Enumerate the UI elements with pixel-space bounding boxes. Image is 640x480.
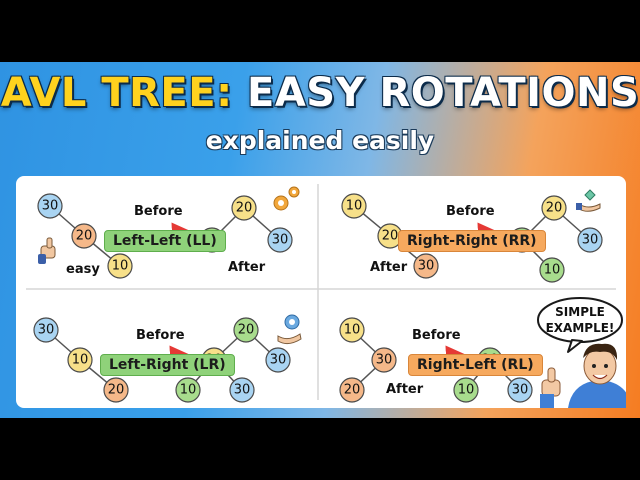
lr-after-node-1-value: 20 [238,323,255,338]
subtitle: explained easily [205,126,435,155]
rl-after-node-3 [507,377,533,403]
title-part-2: EASY ROTATIONS [247,70,640,116]
hand-gear-icon [277,314,302,345]
rl-before-node-1-value: 10 [344,323,361,338]
rl-after-node-2 [453,377,479,403]
ll-before-node-2-value: 20 [76,229,93,244]
thumbnail-frame: AVL TREE: EASY ROTATIONS explained easil… [0,62,640,418]
main-title: AVL TREE: EASY ROTATIONS [0,70,640,116]
rr-after-node-3 [577,227,603,253]
lr-before-node-2 [67,347,93,373]
ll-before-text: Before [134,204,183,219]
rr-before-node-1-value: 10 [346,199,363,214]
lr-after-node-4-value: 10 [180,383,197,398]
lr-after-node-3 [265,347,291,373]
ll-before-tree: 30 20 10 [37,193,133,279]
rr-before-text: Before [446,204,495,219]
rr-after-node-1-value: 20 [546,201,563,216]
rl-before-node-3-value: 20 [344,383,361,398]
lr-before-node-1 [33,317,59,343]
ll-after-node-3 [267,227,293,253]
hand-holding-gem-icon [576,189,601,212]
rl-before-node-2 [371,347,397,373]
rl-after-node-3-value: 30 [512,383,529,398]
gear-icon [273,186,300,211]
rr-before-node-3 [413,253,439,279]
rl-before-node-1 [339,317,365,343]
rr-before-node-1 [341,193,367,219]
thumbs-up-hand-icon [38,237,56,264]
lr-before-node-3-value: 20 [108,383,125,398]
rr-after-text: After [370,260,408,275]
ll-before-node-1-value: 30 [42,199,59,214]
rr-before-node-2-value: 20 [382,229,399,244]
label-left-left: Left-Left (LL) [104,230,226,252]
label-right-right: Right-Right (RR) [398,230,546,252]
rr-after-node-3-value: 30 [582,233,599,248]
rr-after-node-4 [539,257,565,283]
label-right-left: Right-Left (RL) [408,354,543,376]
rl-before-node-3 [339,377,365,403]
ll-after-text: After [228,260,266,275]
ll-after-node-3-value: 30 [272,233,289,248]
rl-before-tree: 10 30 20 [339,317,397,403]
rr-after-node-1 [541,195,567,221]
speech-line-1: SIMPLE [555,305,605,319]
lr-after-node-1 [233,317,259,343]
rr-after-node-4-value: 10 [544,263,561,278]
ll-before-node-2 [71,223,97,249]
rl-before-text: Before [412,328,461,343]
rr-before-tree: 10 20 30 [341,193,439,279]
lr-after-node-4 [175,377,201,403]
cartoon-character-icon [540,343,626,408]
ll-before-node-3 [107,253,133,279]
lr-before-node-1-value: 30 [38,323,55,338]
diagram-panel: 30 20 10 20 10 30 [16,176,626,408]
speech-bubble: SIMPLE EXAMPLE! [537,297,623,353]
lr-before-node-2-value: 10 [72,353,89,368]
rl-before-node-2-value: 30 [376,353,393,368]
lr-before-text: Before [136,328,185,343]
ll-easy-text: easy [66,262,100,277]
lr-before-node-3 [103,377,129,403]
rr-before-node-3-value: 30 [418,259,435,274]
rl-after-text: After [386,382,424,397]
ll-before-node-1 [37,193,63,219]
ll-before-node-3-value: 10 [112,259,129,274]
lr-after-node-5-value: 30 [234,383,251,398]
ll-after-node-1 [231,195,257,221]
speech-line-2: EXAMPLE! [546,321,615,335]
lr-after-node-3-value: 30 [270,353,287,368]
title-part-1: AVL TREE: [0,70,233,116]
lr-after-node-5 [229,377,255,403]
lr-before-tree: 30 10 20 [33,317,129,403]
rl-after-node-2-value: 10 [458,383,475,398]
ll-after-node-1-value: 20 [236,201,253,216]
rotation-diagrams: 30 20 10 20 10 30 [26,184,626,408]
label-left-right: Left-Right (LR) [100,354,235,376]
